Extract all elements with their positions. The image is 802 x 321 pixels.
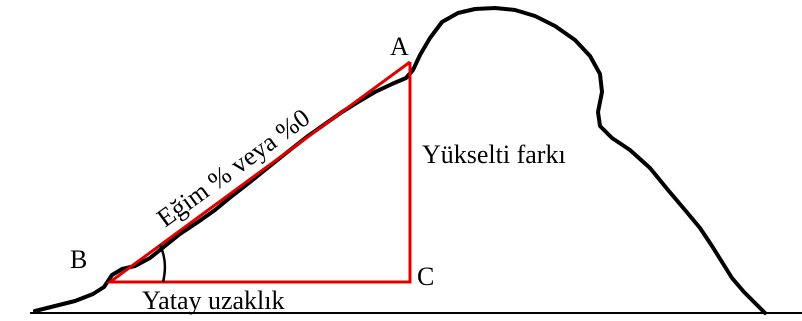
angle-arc [158, 244, 167, 283]
label-point-a: A [390, 32, 409, 61]
label-horizontal: Yatay uzaklık [142, 286, 285, 315]
terrain-outline [33, 6, 767, 315]
label-point-c: C [417, 262, 434, 291]
label-slope: Eğim % veya %0 [151, 103, 315, 233]
label-point-b: B [70, 245, 87, 274]
label-vertical: Yükselti farkı [422, 140, 566, 169]
triangle-edges [105, 60, 412, 284]
